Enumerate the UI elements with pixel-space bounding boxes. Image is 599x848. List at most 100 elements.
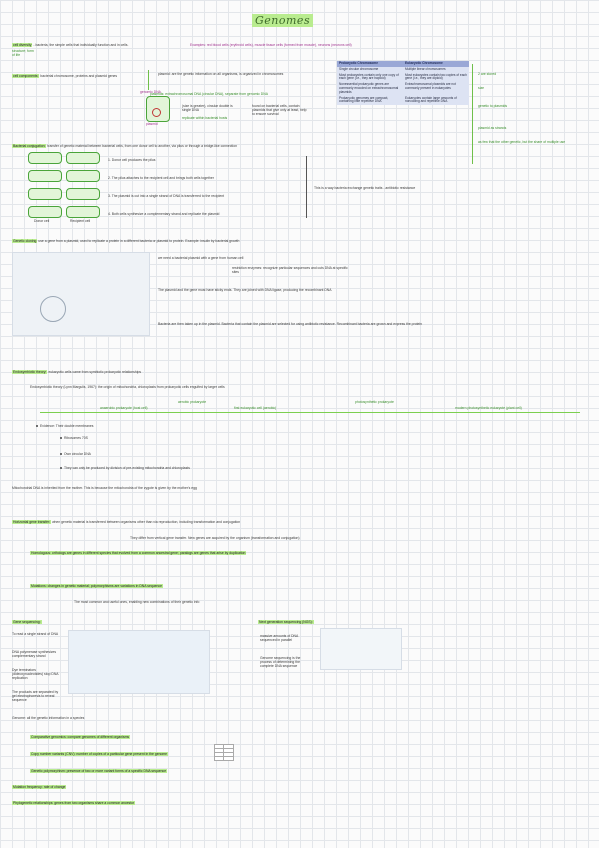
section-head: Genetic cloning	[12, 239, 38, 243]
chain-item: first eukaryotic cell (aerobic)	[234, 406, 277, 410]
table-row: Most prokaryotes contain only one copy o…	[337, 72, 469, 83]
examples-text: Examples: red blood cells (erythroid cel…	[190, 43, 352, 47]
note-2: plasmids: extrachromosomal DNA (circular…	[150, 92, 268, 96]
mutation-note: Mutations: changes in genetic material; …	[30, 584, 163, 588]
conjugation-note: This is a way bacteria exchange genetic …	[314, 186, 416, 190]
right-note: size	[478, 86, 485, 90]
right-note: plasmid as strands	[478, 126, 507, 130]
bracket	[148, 70, 149, 90]
endosymbiotic-sub: Endosymbiotic theory (Lynn Margulis, 196…	[30, 385, 225, 389]
section-text: when genetic material is transferred bet…	[52, 520, 241, 524]
evidence-item: Own circular DNA	[60, 452, 91, 456]
seq-left-4: The products are separated by gel electr…	[12, 690, 59, 703]
note-3: (size is greater), circular double is si…	[182, 104, 233, 113]
ngs-note-1: massive amounts of DNA sequenced in para…	[260, 634, 299, 643]
note-5: replicate within bacterial hosts	[182, 116, 228, 120]
section-text: eukaryotic cells came from symbiotic pro…	[48, 370, 142, 374]
plasmid-ring	[40, 296, 66, 322]
right-note: 2 are stored	[478, 72, 497, 76]
fig-label-donor: Donor cell	[34, 219, 50, 223]
conjugation-step-2: 2. The pilus attaches to the recipient c…	[108, 176, 214, 180]
table-header: Prokaryotic Chromosome	[337, 61, 403, 67]
chain-item: photosynthetic prokaryote	[355, 400, 394, 404]
genome-list-item: Comparative genomics: compare genomes of…	[30, 735, 131, 739]
ngs-note-2: Genome sequencing is the process of dete…	[260, 656, 301, 669]
seq-left-1: To read a single strand of DNA	[12, 632, 59, 636]
cloning-note-1: we need a bacterial plasmid with a gene …	[158, 256, 244, 260]
table-row: Prokaryotic genomes are compact, contain…	[337, 95, 469, 106]
genome-list-item: Genetic polymorphism: presence of two or…	[30, 769, 168, 773]
genome-list-item: Copy number variants (CNV): number of co…	[30, 752, 169, 756]
section-head: cell components:	[12, 74, 40, 78]
plasmid-ring	[152, 108, 161, 117]
ngs-diagram	[320, 628, 402, 670]
cloning-note-3: The plasmid and the gene must have stick…	[158, 288, 332, 292]
section-head: Gene sequencing:	[12, 620, 42, 624]
evidence-item: Evidence: Their double membranes	[36, 424, 93, 428]
section-hgt: Horizontal gene transfer: when genetic m…	[12, 520, 240, 524]
conjugation-cell-3a	[28, 188, 62, 200]
section-head: Endosymbiotic theory:	[12, 370, 48, 374]
note-4: found on bacterial cells, contain plasmi…	[252, 104, 307, 117]
conjugation-cell-4a	[28, 206, 62, 218]
ngs-head: Next generation sequencing (NGS):	[258, 620, 314, 624]
bracket	[306, 156, 307, 218]
seq-left-3: Dye terminators (dideoxynucleotides) sto…	[12, 668, 59, 681]
section-cell-components: cell components: bacterial chromosome, p…	[12, 74, 117, 78]
table-row: Nonessential prokaryotic genes are commo…	[337, 82, 469, 96]
sanger-sequencing-diagram	[68, 630, 210, 694]
fig-label-recipient: Recipient cell	[70, 219, 91, 223]
genome-list-item: Mutation frequency: rate of change	[12, 785, 67, 789]
chromosome-comparison-table: Prokaryotic Chromosome Eukaryotic Chromo…	[337, 61, 469, 106]
section-head: cell diversity	[12, 43, 33, 47]
seq-left-2: DNA polymerase synthesizes complementary…	[12, 650, 57, 659]
evidence-item: They can only be produced by division of…	[60, 466, 190, 470]
section-text: use a gene from a plasmid, used to repli…	[38, 239, 240, 243]
chain-item: modern photosynthetic eukaryote (plant c…	[455, 406, 522, 410]
mito-genomes-note: Mitochondrial DNA is inherited from the …	[12, 486, 197, 490]
section-conjugation: Bacterial conjugation: transfer of genet…	[12, 144, 237, 148]
right-note: as few that the other genetic, but the s…	[478, 140, 566, 144]
table-header: Eukaryotic Chromosome	[403, 61, 469, 67]
conjugation-cell-1a	[28, 152, 62, 164]
chain-item: aerobic prokaryote	[178, 400, 207, 404]
mini-table	[213, 744, 234, 761]
cloning-diagram	[12, 252, 150, 336]
side-note: structure; form of life	[12, 49, 34, 58]
bacteria-cell-illustration	[146, 96, 170, 122]
conjugation-cell-3b	[66, 188, 100, 200]
genome-def: Genome: all the genetic information in a…	[12, 716, 85, 720]
page-title: Genomes	[252, 14, 314, 27]
hgt-note: They differ from vertical gene transfer.…	[130, 536, 300, 540]
conjugation-cell-1b	[66, 152, 100, 164]
conjugation-cell-2b	[66, 170, 100, 182]
cloning-note-4: Bacteria are then taken up in the plasmi…	[158, 322, 423, 326]
hgt-note-2: The most common and useful ones, enablin…	[74, 600, 200, 604]
section-head: Horizontal gene transfer:	[12, 520, 52, 524]
section-text: transfer of genetic material between bac…	[47, 144, 237, 148]
conjugation-step-4: 4. Both cells synthesize a complementary…	[108, 212, 220, 216]
chain-line	[40, 412, 580, 413]
conjugation-step-1: 1. Donor cell produces the pilus	[108, 158, 156, 162]
conjugation-cell-4b	[66, 206, 100, 218]
section-endosymbiotic: Endosymbiotic theory: eukaryotic cells c…	[12, 370, 141, 374]
note-1: plasmid: are the genetic information on …	[158, 72, 284, 76]
section-text: bacterial chromosome, proteins and plasm…	[40, 74, 118, 78]
cloning-note-2: restriction enzymes: recognize particula…	[232, 266, 348, 275]
right-note: genetic to plasmids	[478, 104, 508, 108]
conjugation-step-3: 3. The plasmid is cut into a single stra…	[108, 194, 225, 198]
evidence-item: Ribosomes 70S	[60, 436, 88, 440]
section-head: Bacterial conjugation:	[12, 144, 47, 148]
genome-list-item: Phylogenetic relationships: genes from t…	[12, 801, 136, 805]
label-plasmid: plasmid	[146, 122, 158, 126]
section-cloning: Genetic cloning use a gene from a plasmi…	[12, 239, 239, 243]
section-sequencing: Gene sequencing:	[12, 620, 42, 624]
conjugation-cell-2a	[28, 170, 62, 182]
label-genomic: genomic DNA	[140, 90, 161, 94]
section-cell-diversity: cell diversity - bacteria, the simple ce…	[12, 43, 128, 47]
section-text: - bacteria, the simple cells that indivi…	[33, 43, 129, 47]
bracket	[472, 64, 473, 164]
chain-item: anaerobic prokaryote (host cell)	[100, 406, 148, 410]
homology-note: Homologous: orthologs are genes in diffe…	[30, 551, 247, 555]
table-row: Single circular chromosome Multiple line…	[337, 66, 469, 73]
